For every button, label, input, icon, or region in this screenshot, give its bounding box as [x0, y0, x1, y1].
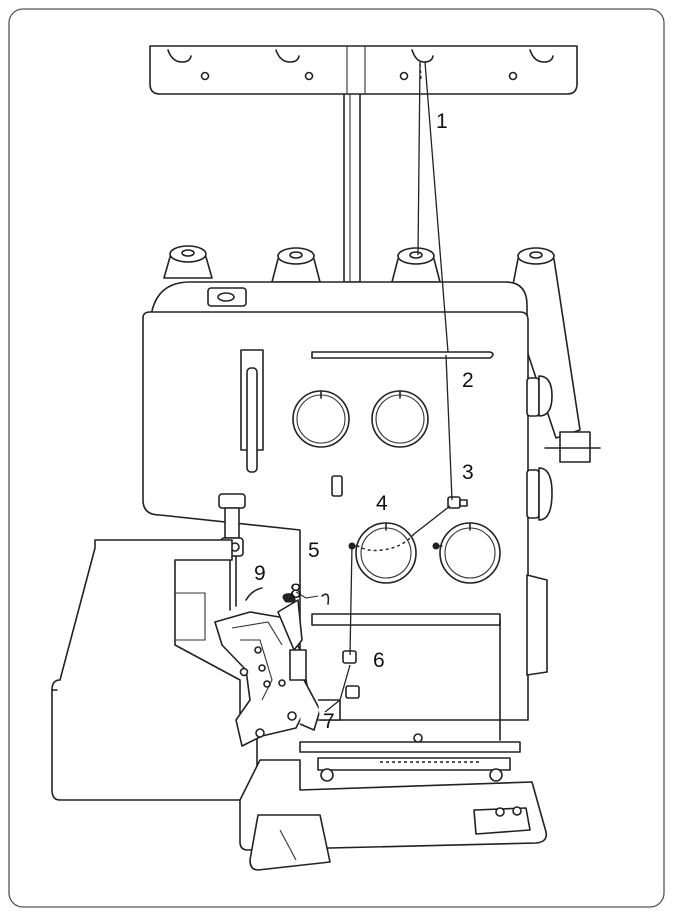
- tension-dial-right: [432, 522, 501, 584]
- thread-cone-4: [509, 247, 601, 463]
- tension-slot: [311, 351, 494, 359]
- thread-cone-2: [271, 247, 321, 283]
- callout-2: 2: [462, 369, 474, 392]
- callout-3: 3: [462, 461, 474, 484]
- callout-6: 6: [373, 649, 385, 672]
- callout-1: 1: [436, 110, 448, 133]
- callout-5: 5: [308, 539, 320, 562]
- dial-left: [292, 390, 350, 448]
- looper-cover-opening: [311, 613, 501, 743]
- looper-assembly: [214, 587, 341, 747]
- lever-slot: [240, 349, 264, 473]
- thread-cone-3: [391, 247, 441, 283]
- tension-dial-4: [348, 522, 417, 584]
- callout-8: 8: [290, 580, 302, 603]
- thread-guide-bar: [149, 45, 578, 95]
- thread-guide-3: [447, 496, 468, 509]
- indicator-window: [331, 475, 343, 497]
- thread-cone-1: [163, 245, 213, 279]
- thread-stand-pole: [343, 91, 361, 283]
- upper-looper-thread-path: [324, 61, 453, 713]
- callout-4: 4: [376, 492, 388, 515]
- callout-9: 9: [254, 562, 266, 585]
- callout-7: 7: [323, 710, 335, 733]
- dial-right: [371, 390, 429, 448]
- base-plate: [239, 741, 548, 871]
- free-arm-cover: [51, 539, 258, 801]
